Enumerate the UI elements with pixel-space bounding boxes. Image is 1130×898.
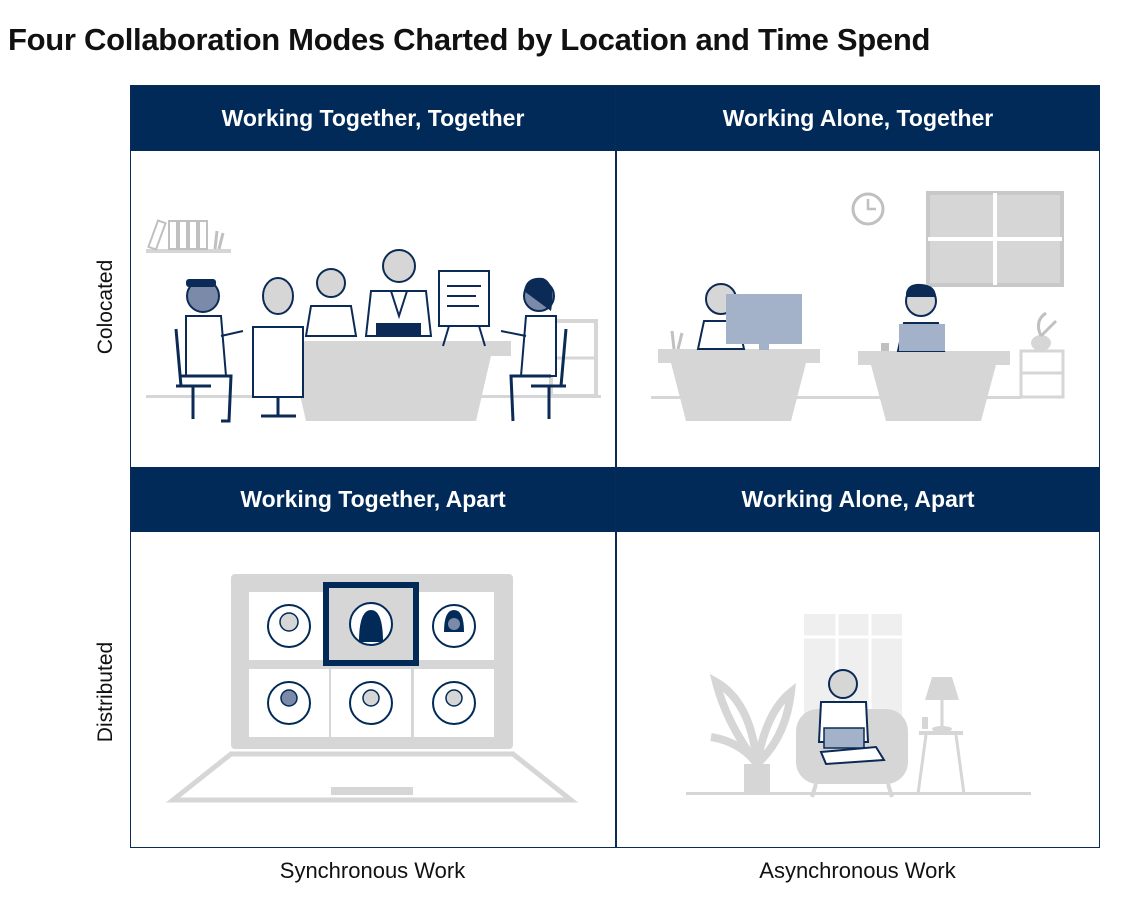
column-label-asynchronous: Asynchronous Work [759,858,956,883]
shared-office-illustration [616,151,1100,466]
home-remote-illustration [616,532,1100,848]
page-title: Four Collaboration Modes Charted by Loca… [8,22,931,57]
column-divider [615,86,617,847]
quadrant-header: Working Alone, Apart [616,467,1100,532]
column-label-synchronous: Synchronous Work [279,858,466,883]
quadrant-header: Working Together, Together [131,86,615,151]
quadrant-working-together-apart: Working Together, Apart [131,467,615,848]
quadrant-header: Working Together, Apart [131,467,615,532]
meeting-room-illustration [131,151,615,466]
quadrant-header: Working Alone, Together [616,86,1100,151]
quadrant-working-alone-together: Working Alone, Together [616,86,1100,466]
quadrant-working-together-together: Working Together, Together [131,86,615,466]
quadrant-grid: Working Together, Together [130,85,1100,848]
row-label-colocated: Colocated [94,259,117,355]
quadrant-working-alone-apart: Working Alone, Apart [616,467,1100,848]
row-label-distributed: Distributed [94,641,117,743]
video-call-illustration [131,532,615,848]
